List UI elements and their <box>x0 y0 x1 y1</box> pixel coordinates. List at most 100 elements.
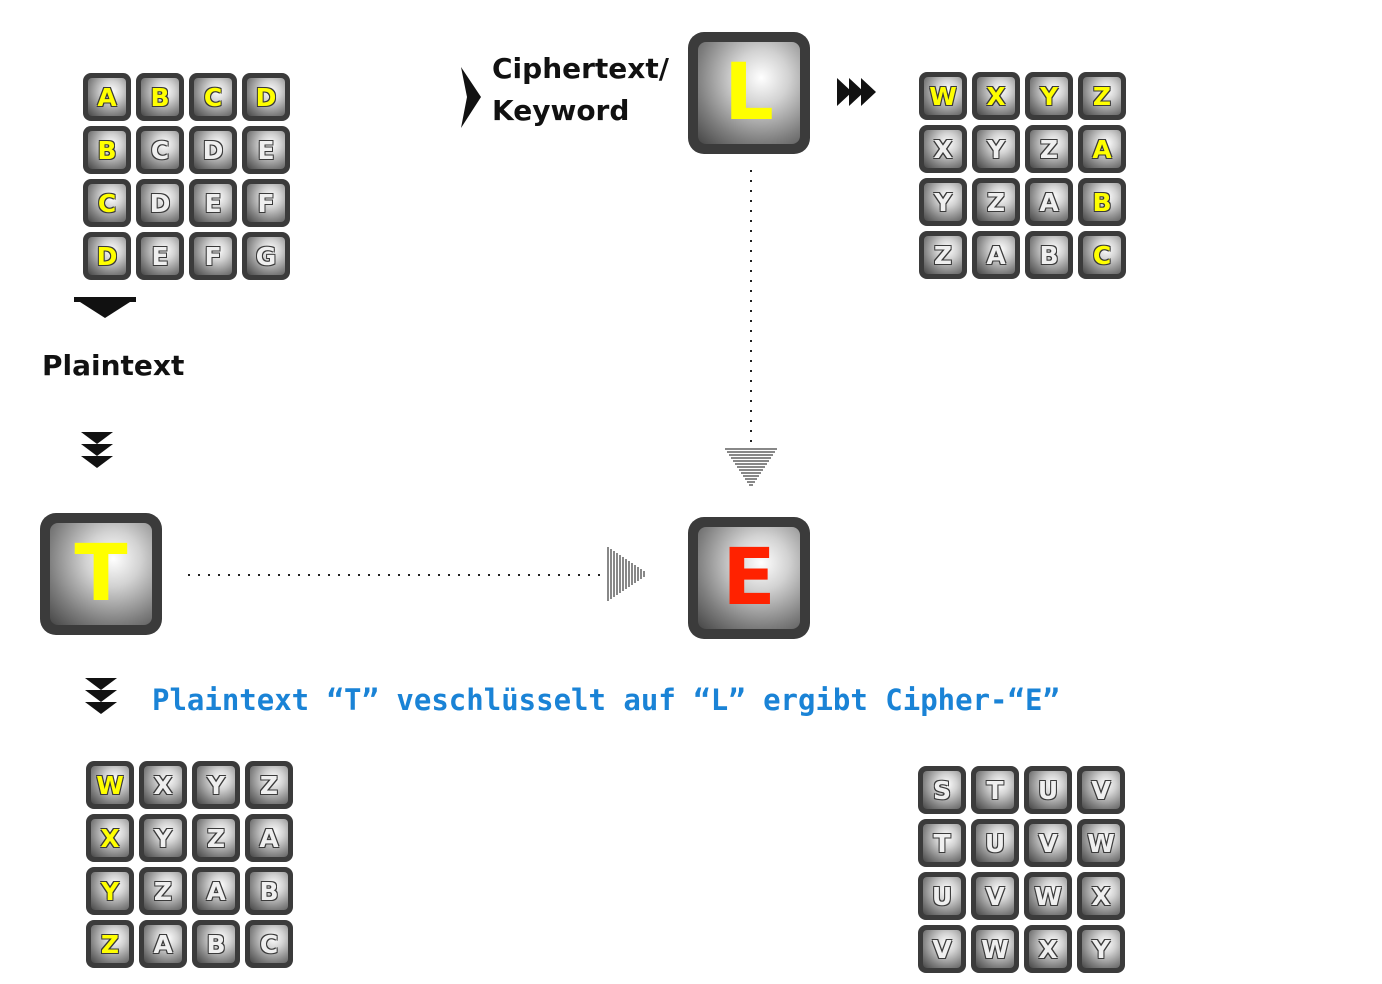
letter-key: D <box>136 179 184 227</box>
letter-key: Y <box>919 178 967 226</box>
letter-key-label: V <box>1082 771 1120 809</box>
letter-key-label: A <box>197 872 235 910</box>
letter-key: C <box>1078 231 1126 279</box>
letter-key-label: V <box>1029 824 1067 862</box>
letter-key: F <box>189 232 237 280</box>
letter-key-label: F <box>194 237 232 275</box>
letter-key-label: Z <box>250 766 288 804</box>
letter-key-label: G <box>247 237 285 275</box>
letter-key-label: B <box>1083 183 1121 221</box>
letter-key: B <box>1025 231 1073 279</box>
letter-key: C <box>245 920 293 968</box>
letter-key-label: W <box>91 766 129 804</box>
letter-key-label: X <box>91 819 129 857</box>
letter-key: X <box>1024 925 1072 973</box>
letter-key-label: B <box>1030 236 1068 274</box>
letter-key: X <box>86 814 134 862</box>
letter-key: U <box>971 819 1019 867</box>
letter-key: W <box>1077 819 1125 867</box>
letter-key: A <box>192 867 240 915</box>
letter-key-label: Y <box>144 819 182 857</box>
letter-key: V <box>971 872 1019 920</box>
down-arrow-icon <box>74 297 136 318</box>
letter-key: B <box>245 867 293 915</box>
letter-key: X <box>1077 872 1125 920</box>
letter-key-label: W <box>976 930 1014 968</box>
keyword-key: L <box>688 32 810 154</box>
letter-key-label: B <box>88 131 126 169</box>
letter-key-label: Y <box>924 183 962 221</box>
letter-key: Y <box>192 761 240 809</box>
letter-key-label: B <box>141 78 179 116</box>
letter-key-label: V <box>923 930 961 968</box>
letter-key-label: B <box>250 872 288 910</box>
letter-key: D <box>83 232 131 280</box>
letter-key-label: D <box>88 237 126 275</box>
triple-chevron-down-icon <box>85 678 117 714</box>
letter-key-label: E <box>247 131 285 169</box>
letter-key-label: Y <box>197 766 235 804</box>
letter-key: A <box>972 231 1020 279</box>
letter-key: W <box>86 761 134 809</box>
letter-key-label: A <box>1083 130 1121 168</box>
explanation-caption: Plaintext “T” veschlüsselt auf “L” ergib… <box>152 683 1060 717</box>
letter-key-label: A <box>144 925 182 963</box>
letter-key: A <box>139 920 187 968</box>
ciphertext-keyword-label-line1: Ciphertext/ <box>492 52 669 85</box>
triple-chevron-down-icon <box>81 432 113 468</box>
letter-key-label: A <box>977 236 1015 274</box>
letter-key-label: D <box>247 78 285 116</box>
letter-key-label: E <box>194 184 232 222</box>
plaintext-letter: T <box>50 523 152 625</box>
letter-key: Z <box>1078 72 1126 120</box>
letter-key: X <box>139 761 187 809</box>
letter-key: U <box>1024 766 1072 814</box>
letter-key-label: A <box>250 819 288 857</box>
letter-key-label: X <box>144 766 182 804</box>
letter-key: Z <box>139 867 187 915</box>
cipher-key: E <box>688 517 810 639</box>
letter-key: B <box>1078 178 1126 226</box>
triple-chevron-right-icon <box>837 78 876 106</box>
letter-key: W <box>971 925 1019 973</box>
letter-key-label: V <box>976 877 1014 915</box>
letter-key: B <box>83 126 131 174</box>
letter-key-label: Y <box>91 872 129 910</box>
letter-key-label: W <box>924 77 962 115</box>
letter-key-label: T <box>976 771 1014 809</box>
letter-key: F <box>242 179 290 227</box>
letter-key-label: U <box>1029 771 1067 809</box>
letter-key-label: X <box>1082 877 1120 915</box>
plaintext-label: Plaintext <box>42 349 185 382</box>
letter-key-label: B <box>197 925 235 963</box>
letter-key: E <box>136 232 184 280</box>
letter-key-label: C <box>250 925 288 963</box>
letter-key: A <box>83 73 131 121</box>
striped-right-arrowhead-icon <box>607 547 645 601</box>
letter-key: D <box>189 126 237 174</box>
keyword-letter: L <box>698 42 800 144</box>
letter-key-label: W <box>1082 824 1120 862</box>
letter-key: Y <box>139 814 187 862</box>
letter-key: Z <box>919 231 967 279</box>
letter-key-label: A <box>1030 183 1068 221</box>
letter-key: V <box>1077 766 1125 814</box>
letter-key-label: Z <box>1030 130 1068 168</box>
letter-key: Y <box>1077 925 1125 973</box>
letter-key-label: Y <box>977 130 1015 168</box>
letter-key-label: Y <box>1030 77 1068 115</box>
letter-key: S <box>918 766 966 814</box>
letter-key: Z <box>972 178 1020 226</box>
letter-key-label: W <box>1029 877 1067 915</box>
letter-key: V <box>918 925 966 973</box>
letter-key: C <box>136 126 184 174</box>
letter-key-label: Z <box>977 183 1015 221</box>
letter-key-label: Z <box>924 236 962 274</box>
letter-key: Z <box>192 814 240 862</box>
letter-key: C <box>83 179 131 227</box>
letter-key-label: U <box>923 877 961 915</box>
letter-key-label: E <box>141 237 179 275</box>
letter-key-label: Y <box>1082 930 1120 968</box>
